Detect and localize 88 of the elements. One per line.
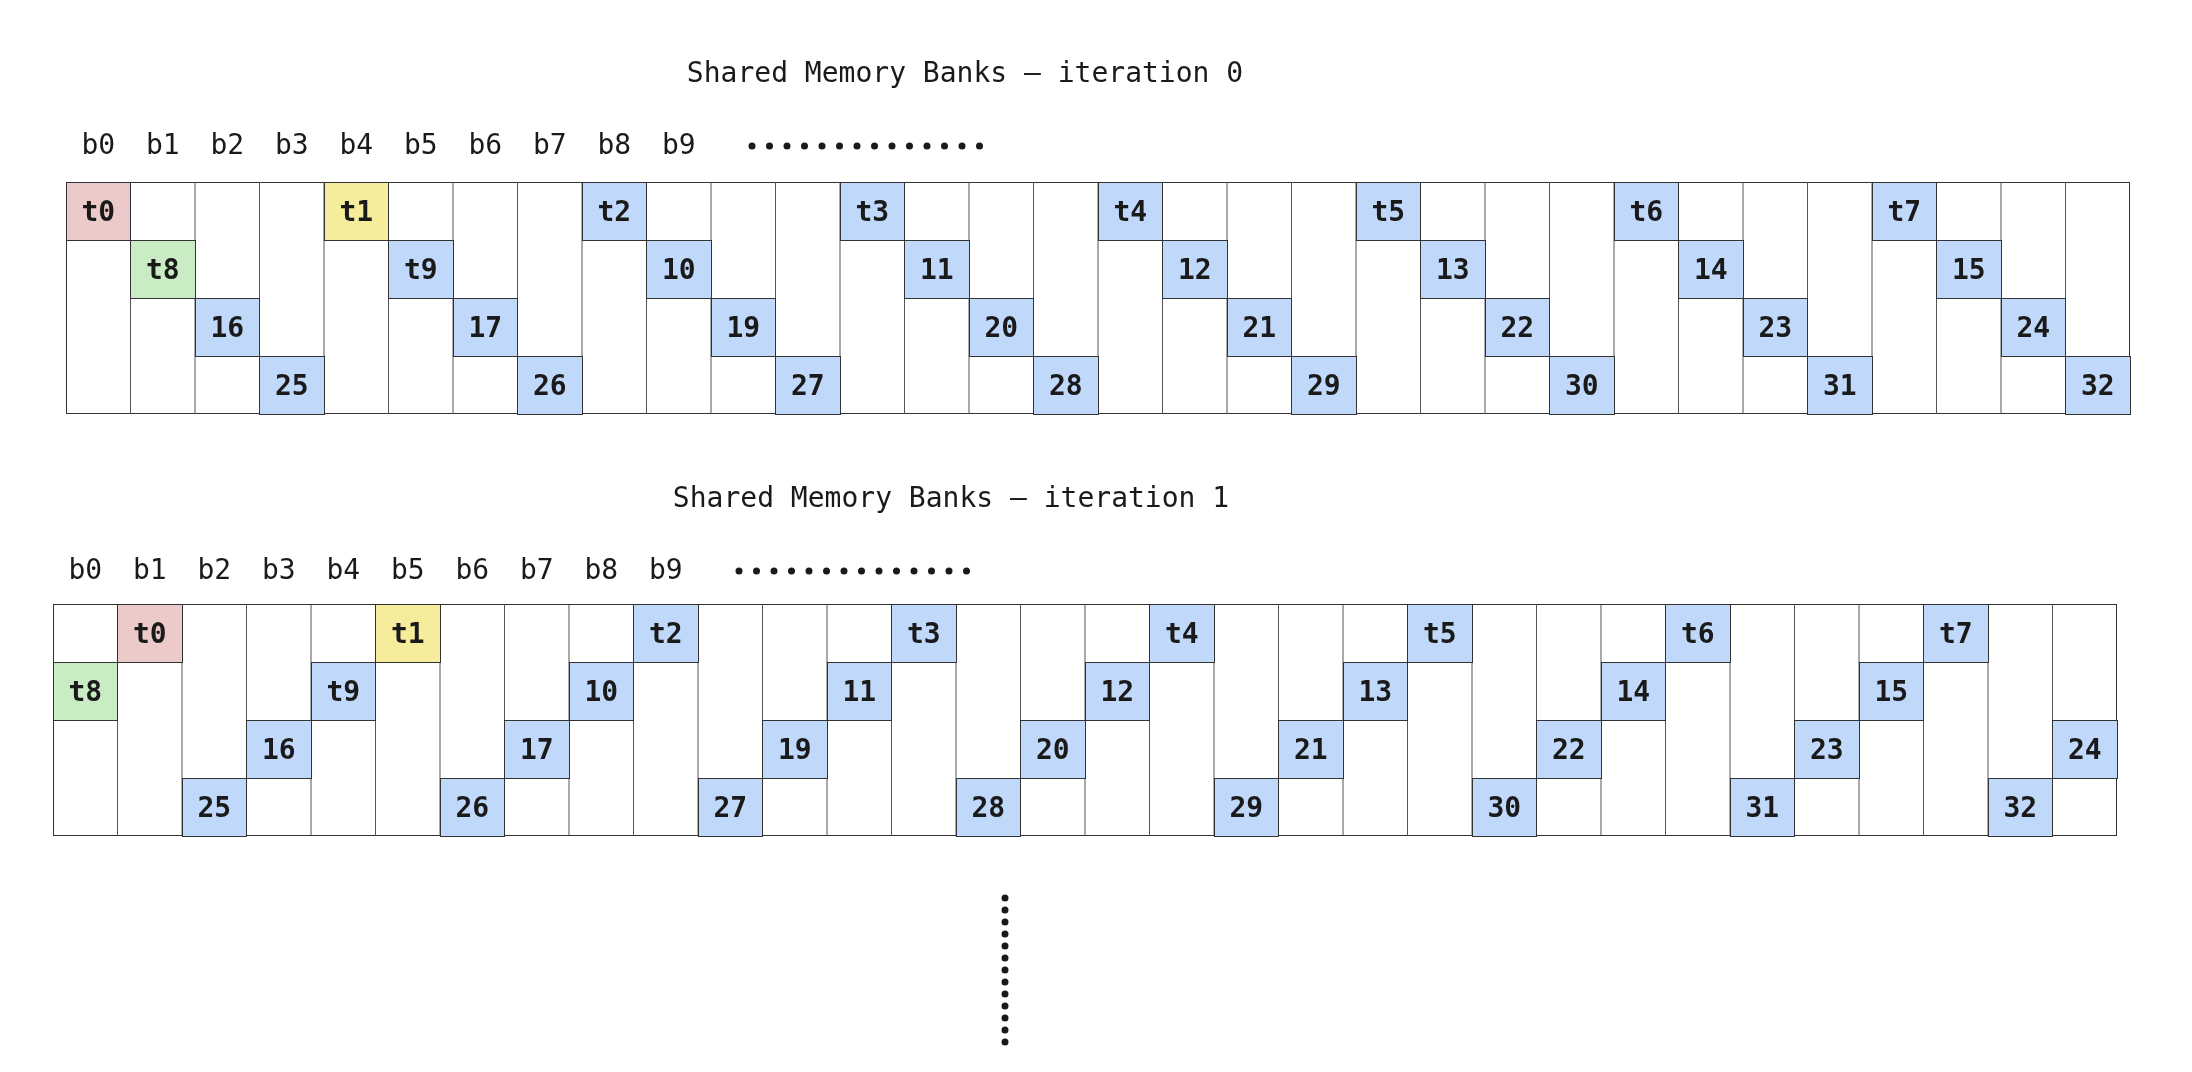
memory-cell: t7	[1871, 181, 1937, 241]
memory-cell: t1	[375, 603, 441, 663]
memory-cell: t7	[1923, 603, 1989, 663]
memory-cell: t9	[388, 239, 454, 299]
memory-cell: t0	[65, 181, 131, 241]
memory-cell: t3	[839, 181, 905, 241]
memory-cell: 24	[2052, 719, 2118, 779]
memory-cell: 20	[968, 297, 1034, 357]
bank-label: b6	[468, 128, 503, 161]
memory-cell: 25	[181, 777, 247, 837]
memory-cell: t6	[1665, 603, 1731, 663]
memory-cell: t8	[130, 239, 196, 299]
memory-cell: 29	[1213, 777, 1279, 837]
memory-cell: t6	[1613, 181, 1679, 241]
bank-label: b2	[210, 128, 245, 161]
memory-cell: 22	[1536, 719, 1602, 779]
memory-cell: 32	[1987, 777, 2053, 837]
panel-title: Shared Memory Banks – iteration 1	[672, 481, 1230, 514]
memory-cell: 22	[1484, 297, 1550, 357]
memory-cell: 30	[1471, 777, 1537, 837]
memory-bank-grid	[66, 182, 2130, 414]
bank-label: b7	[519, 553, 554, 586]
memory-cell: 21	[1278, 719, 1344, 779]
memory-cell: 16	[246, 719, 312, 779]
memory-cell: t2	[581, 181, 647, 241]
memory-cell: 19	[762, 719, 828, 779]
bank-label: b9	[661, 128, 696, 161]
memory-cell: 13	[1420, 239, 1486, 299]
bank-label: b5	[390, 553, 425, 586]
memory-cell: 15	[1858, 661, 1924, 721]
memory-cell: 28	[1033, 355, 1099, 415]
bank-label: b0	[68, 553, 103, 586]
bank-label: b1	[132, 553, 167, 586]
memory-cell: t8	[52, 661, 118, 721]
memory-cell: 28	[955, 777, 1021, 837]
memory-cell: 30	[1549, 355, 1615, 415]
bank-label: b4	[326, 553, 361, 586]
memory-cell: t4	[1097, 181, 1163, 241]
memory-cell: 14	[1600, 661, 1666, 721]
memory-cell: 27	[697, 777, 763, 837]
bank-label: b9	[648, 553, 683, 586]
memory-cell: 16	[194, 297, 260, 357]
bank-label: b3	[261, 553, 296, 586]
memory-cell: 27	[775, 355, 841, 415]
bank-label: b8	[597, 128, 632, 161]
memory-cell: t9	[310, 661, 376, 721]
memory-cell: 25	[259, 355, 325, 415]
memory-cell: 19	[710, 297, 776, 357]
memory-cell: 10	[646, 239, 712, 299]
memory-cell: 13	[1342, 661, 1408, 721]
memory-cell: 17	[504, 719, 570, 779]
memory-cell: t3	[891, 603, 957, 663]
memory-cell: 29	[1291, 355, 1357, 415]
memory-cell: 15	[1936, 239, 2002, 299]
memory-cell: t5	[1355, 181, 1421, 241]
memory-bank-grid	[53, 604, 2117, 836]
bank-label: b6	[455, 553, 490, 586]
bank-label: b1	[145, 128, 180, 161]
bank-label: b0	[81, 128, 116, 161]
panel-title: Shared Memory Banks – iteration 0	[686, 56, 1244, 89]
memory-cell: 23	[1794, 719, 1860, 779]
memory-cell: 31	[1729, 777, 1795, 837]
memory-cell: 24	[2000, 297, 2066, 357]
memory-cell: t5	[1407, 603, 1473, 663]
memory-cell: 26	[517, 355, 583, 415]
memory-cell: 26	[439, 777, 505, 837]
memory-cell: 21	[1226, 297, 1292, 357]
memory-cell: 32	[2065, 355, 2131, 415]
memory-cell: 20	[1020, 719, 1086, 779]
bank-label: b2	[197, 553, 232, 586]
memory-cell: t1	[323, 181, 389, 241]
memory-cell: 10	[568, 661, 634, 721]
memory-cell: 23	[1742, 297, 1808, 357]
bank-label: b3	[274, 128, 309, 161]
memory-cell: 12	[1162, 239, 1228, 299]
memory-cell: t4	[1149, 603, 1215, 663]
memory-cell: 11	[904, 239, 970, 299]
bank-label: b4	[339, 128, 374, 161]
memory-cell: t0	[117, 603, 183, 663]
bank-label: b8	[584, 553, 619, 586]
memory-cell: 31	[1807, 355, 1873, 415]
memory-cell: t2	[633, 603, 699, 663]
bank-label: b5	[403, 128, 438, 161]
memory-cell: 17	[452, 297, 518, 357]
memory-cell: 12	[1084, 661, 1150, 721]
memory-cell: 14	[1678, 239, 1744, 299]
memory-cell: 11	[826, 661, 892, 721]
bank-label: b7	[532, 128, 567, 161]
